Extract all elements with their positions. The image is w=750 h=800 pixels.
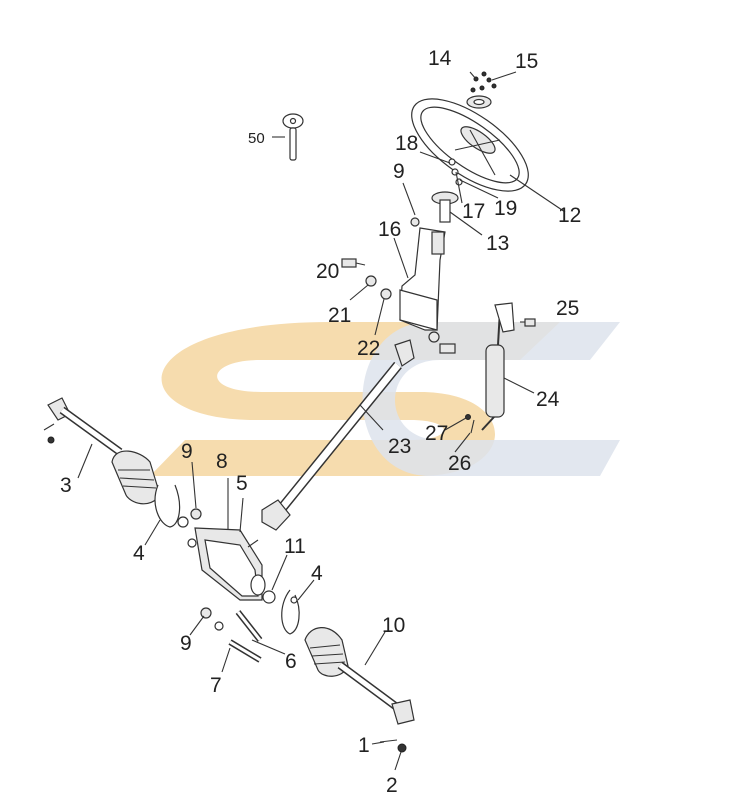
bolt-25 bbox=[520, 318, 536, 327]
label-27: 27 bbox=[425, 422, 448, 445]
nut-9-low bbox=[200, 607, 212, 619]
label-25: 25 bbox=[556, 297, 579, 320]
label-23: 23 bbox=[388, 435, 411, 458]
nut-22 bbox=[380, 288, 392, 300]
column-bracket bbox=[399, 227, 446, 331]
label-20: 20 bbox=[316, 260, 339, 283]
label-4-right: 4 bbox=[311, 562, 323, 585]
left-boot bbox=[111, 450, 161, 505]
label-12: 12 bbox=[558, 204, 581, 227]
label-24: 24 bbox=[536, 388, 560, 411]
label-5: 5 bbox=[236, 472, 248, 495]
bolt-20 bbox=[341, 258, 366, 268]
bolt-7 bbox=[228, 639, 262, 663]
label-16: 16 bbox=[378, 218, 401, 241]
label-4-left: 4 bbox=[133, 542, 145, 565]
label-10: 10 bbox=[382, 614, 405, 637]
label-9-low: 9 bbox=[180, 632, 192, 655]
watermark-logo bbox=[150, 322, 620, 476]
part-labels: 50 14 15 18 9 17 19 12 13 16 20 21 22 25… bbox=[60, 47, 581, 797]
label-8: 8 bbox=[216, 450, 228, 473]
label-26: 26 bbox=[448, 452, 471, 475]
pin-26 bbox=[470, 419, 475, 434]
label-14: 14 bbox=[428, 47, 452, 70]
label-15: 15 bbox=[515, 50, 538, 73]
nut-21 bbox=[365, 275, 377, 287]
gas-strut bbox=[481, 302, 515, 431]
label-3: 3 bbox=[60, 474, 72, 497]
screws-14-15 bbox=[470, 71, 497, 93]
label-13: 13 bbox=[486, 232, 509, 255]
label-6: 6 bbox=[285, 650, 297, 673]
column-top-bushing bbox=[431, 191, 459, 223]
steering-gear-housing bbox=[194, 527, 266, 601]
washer-11 bbox=[262, 590, 276, 604]
label-21: 21 bbox=[328, 304, 351, 327]
label-18: 18 bbox=[395, 132, 418, 155]
nut-9-top bbox=[410, 217, 420, 227]
label-17: 17 bbox=[462, 200, 485, 223]
label-1: 1 bbox=[358, 734, 370, 757]
leader-lines bbox=[77, 71, 566, 771]
label-11: 11 bbox=[284, 535, 306, 558]
intermediate-shaft bbox=[261, 339, 415, 531]
washer-left bbox=[187, 538, 197, 548]
watermark-c bbox=[362, 322, 620, 476]
ignition-key bbox=[282, 113, 304, 161]
label-7: 7 bbox=[210, 674, 222, 697]
label-9-mid: 9 bbox=[181, 440, 193, 463]
washer-low bbox=[214, 621, 224, 631]
label-50: 50 bbox=[248, 130, 265, 147]
right-tie-rod bbox=[337, 661, 415, 753]
bolt-6 bbox=[235, 610, 263, 642]
label-9-top: 9 bbox=[393, 160, 405, 183]
label-22: 22 bbox=[357, 337, 380, 360]
nut-9-mid bbox=[190, 508, 202, 520]
clip-27 bbox=[465, 414, 471, 420]
steering-wheel bbox=[411, 98, 529, 192]
left-tie-rod bbox=[43, 397, 123, 456]
label-19: 19 bbox=[494, 197, 517, 220]
label-2: 2 bbox=[386, 774, 398, 797]
boot-clamp-right bbox=[281, 589, 300, 635]
bracket-bolts bbox=[428, 331, 456, 354]
hub-nut bbox=[466, 95, 492, 109]
watermark-s bbox=[150, 322, 560, 476]
boot-clamp-left bbox=[154, 484, 189, 528]
